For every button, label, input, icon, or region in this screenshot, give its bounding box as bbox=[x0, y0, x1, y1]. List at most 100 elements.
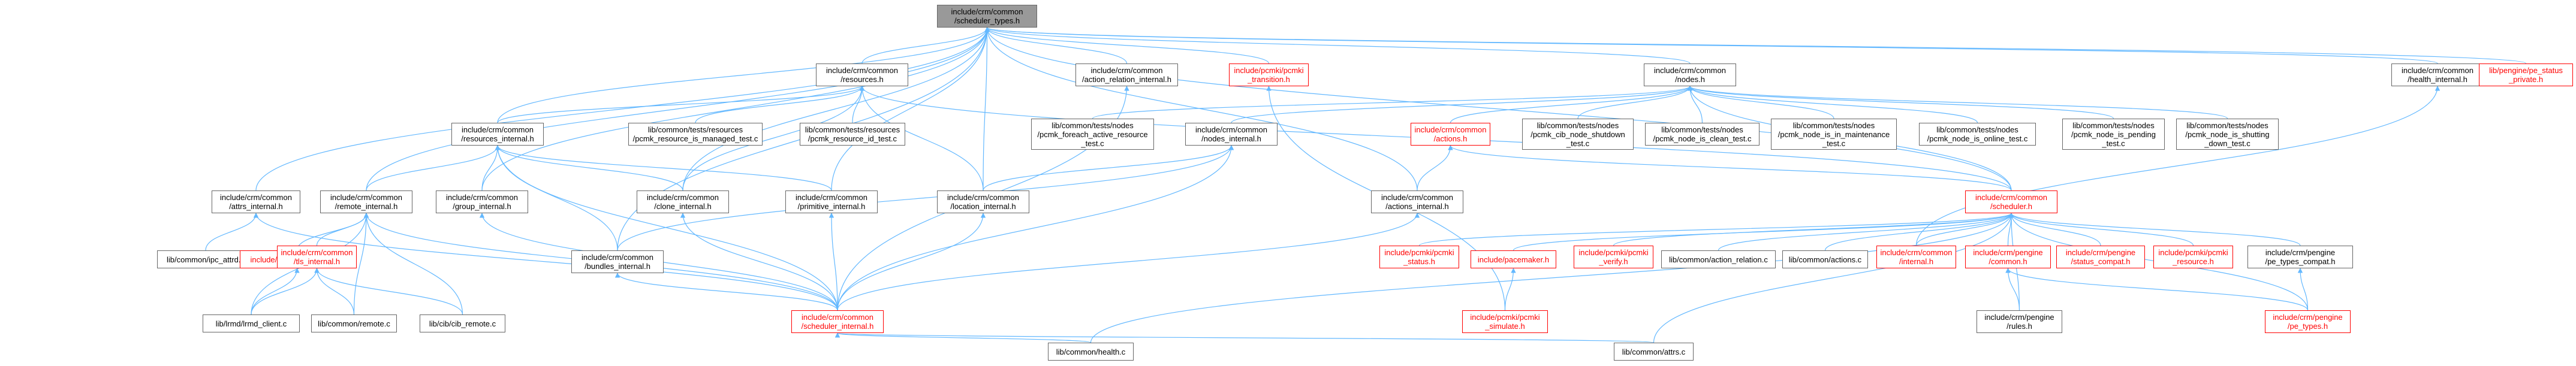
edge-remote_internal-to-resources_internal bbox=[366, 145, 501, 191]
node-nodes-internal[interactable]: include/crm/common/nodes_internal.h bbox=[1185, 123, 1278, 146]
node-health-internal[interactable]: include/crm/common/health_internal.h bbox=[2391, 63, 2484, 86]
node-label: include/pcmki/pcmki_resource.h bbox=[2158, 248, 2228, 266]
edge-pcmki_transition-to-root bbox=[984, 27, 1270, 64]
node-bundles-internal[interactable]: include/crm/common/bundles_internal.h bbox=[571, 250, 664, 273]
node-pcmki-status[interactable]: include/pcmki/pcmki_status.h bbox=[1379, 246, 1459, 268]
node-label: include/crm/common/nodes_internal.h bbox=[1195, 125, 1267, 143]
edge-pe_types_compat-to-scheduler_h bbox=[2008, 213, 2301, 246]
node-actions-internal[interactable]: include/crm/common/actions_internal.h bbox=[1371, 190, 1463, 213]
node-action-relation-c[interactable]: lib/common/action_relation.c bbox=[1661, 250, 1776, 268]
node-label: include/pcmki/pcmki_status.h bbox=[1384, 248, 1454, 266]
node-pending-test[interactable]: lib/common/tests/nodes/pcmk_node_is_pend… bbox=[2062, 119, 2165, 150]
node-cib-remote[interactable]: lib/cib/cib_remote.c bbox=[420, 314, 505, 332]
node-remote-c[interactable]: lib/common/remote.c bbox=[311, 314, 397, 332]
node-scheduler-internal[interactable]: include/crm/common/scheduler_internal.h bbox=[791, 310, 884, 333]
edge-location_internal-to-nodes_internal bbox=[983, 145, 1234, 191]
node-label: include/crm/common/scheduler.h bbox=[1975, 193, 2047, 211]
node-res-id-test[interactable]: lib/common/tests/resources/pcmk_resource… bbox=[800, 123, 905, 146]
node-label: include/pacemaker.h bbox=[1477, 255, 1550, 264]
node-scheduler-h[interactable]: include/crm/common/scheduler.h bbox=[1965, 190, 2057, 213]
node-label: include/pcmki/pcmki_simulate.h bbox=[1470, 313, 1540, 331]
node-resources-h[interactable]: include/crm/common/resources.h bbox=[816, 63, 908, 86]
node-lrmd-client[interactable]: lib/lrmd/lrmd_client.c bbox=[203, 314, 300, 332]
node-pcmki-resource[interactable]: include/pcmki/pcmki_resource.h bbox=[2153, 246, 2233, 268]
node-label: lib/lrmd/lrmd_client.c bbox=[215, 319, 287, 328]
edge-ipc_attrd-to-attrs_internal bbox=[205, 213, 259, 251]
node-pe-types-compat[interactable]: include/crm/pengine/pe_types_compat.h bbox=[2247, 246, 2353, 268]
edge-pcmki_verify-to-scheduler_h bbox=[1613, 213, 2014, 246]
node-root[interactable]: include/crm/common/scheduler_types.h bbox=[937, 5, 1037, 28]
node-pcmki-verify[interactable]: include/pcmki/pcmki_verify.h bbox=[1574, 246, 1653, 268]
node-nodes-h[interactable]: include/crm/common/nodes.h bbox=[1644, 63, 1736, 86]
node-attrs-c[interactable]: lib/common/attrs.c bbox=[1614, 343, 1694, 361]
edge-cib_remote-to-remote_internal bbox=[363, 213, 463, 315]
node-label: include/crm/common/tls_internal.h bbox=[281, 248, 353, 266]
node-label: include/pcmki/pcmki_verify.h bbox=[1578, 248, 1649, 266]
edge-actions_h-to-nodes_h bbox=[1450, 86, 1693, 123]
edge-internal_h-to-scheduler_h bbox=[1915, 213, 2014, 246]
node-status-compat[interactable]: include/crm/pengine/status_compat.h bbox=[2056, 246, 2145, 268]
node-label: include/crm/common/health_internal.h bbox=[2402, 66, 2473, 84]
node-label: lib/common/tests/nodes/pcmk_node_is_shut… bbox=[2185, 120, 2270, 148]
node-node-clean-test[interactable]: lib/common/tests/nodes/pcmk_node_is_clea… bbox=[1645, 123, 1759, 146]
node-label: lib/common/tests/nodes/pcmk_node_is_in_m… bbox=[1777, 120, 1890, 148]
node-group-internal[interactable]: include/crm/common/group_internal.h bbox=[436, 190, 528, 213]
node-label: lib/common/tests/nodes/pcmk_foreach_acti… bbox=[1037, 120, 1148, 148]
node-health-c[interactable]: lib/common/health.c bbox=[1048, 343, 1134, 361]
edge-attrs_internal-to-root bbox=[255, 27, 990, 191]
edge-attrs_c-to-scheduler_h bbox=[1653, 213, 2014, 343]
edge-pe_types_h-to-pe_types_compat bbox=[2297, 268, 2309, 311]
node-action-relation-internal[interactable]: include/crm/common/action_relation_inter… bbox=[1075, 63, 1178, 86]
node-label: include/crm/common/attrs_internal.h bbox=[220, 193, 292, 211]
edge-clone_internal-to-root bbox=[682, 27, 990, 191]
node-internal-h[interactable]: include/crm/common/internal.h bbox=[1876, 246, 1956, 268]
node-label: lib/common/tests/nodes/pcmk_node_is_onli… bbox=[1927, 125, 2028, 143]
node-pcmki-transition[interactable]: include/pcmki/pcmki_transition.h bbox=[1229, 63, 1309, 86]
edge-scheduler_internal-to-nodes_internal bbox=[837, 145, 1234, 311]
edge-health_c-to-scheduler_internal bbox=[835, 332, 1092, 343]
node-cib-shutdown-test[interactable]: lib/common/tests/nodes/pcmk_cib_node_shu… bbox=[1522, 119, 1634, 150]
edge-action_relation_internal-to-root bbox=[984, 27, 1128, 64]
node-resources-internal[interactable]: include/crm/common/resources_internal.h bbox=[451, 123, 544, 146]
node-pe-status-private[interactable]: lib/pengine/pe_status_private.h bbox=[2479, 63, 2573, 86]
edge-actions_internal-to-root bbox=[984, 27, 1418, 191]
node-pacemaker-h[interactable]: include/pacemaker.h bbox=[1471, 250, 1556, 268]
node-label: include/crm/common/group_internal.h bbox=[446, 193, 518, 211]
node-foreach-active-test[interactable]: lib/common/tests/nodes/pcmk_foreach_acti… bbox=[1031, 119, 1154, 150]
node-actions-c[interactable]: lib/common/actions.c bbox=[1782, 250, 1868, 268]
node-pe-types-h[interactable]: include/crm/pengine/pe_types.h bbox=[2265, 310, 2351, 333]
edge-remote_c-to-remote_internal bbox=[353, 213, 369, 315]
edge-group_internal-to-root bbox=[481, 27, 990, 191]
edge-nodes_internal-to-nodes_h bbox=[1231, 86, 1693, 123]
node-primitive-internal[interactable]: include/crm/common/primitive_internal.h bbox=[785, 190, 878, 213]
node-clone-internal[interactable]: include/crm/common/clone_internal.h bbox=[637, 190, 729, 213]
edge-remote_internal-to-root bbox=[366, 27, 990, 191]
edge-primitive_internal-to-resources_internal bbox=[495, 145, 832, 191]
edge-online_test-to-nodes_h bbox=[1687, 86, 1978, 123]
edge-internal_h-to-health_internal bbox=[1915, 86, 2441, 246]
node-shutting-down-test[interactable]: lib/common/tests/nodes/pcmk_node_is_shut… bbox=[2176, 119, 2279, 150]
node-label: include/crm/common/action_relation_inter… bbox=[1082, 66, 1171, 84]
node-res-managed-test[interactable]: lib/common/tests/resources/pcmk_resource… bbox=[628, 123, 763, 146]
node-pengine-common[interactable]: include/crm/pengine/common.h bbox=[1965, 246, 2051, 268]
node-online-test[interactable]: lib/common/tests/nodes/pcmk_node_is_onli… bbox=[1919, 123, 2036, 146]
edge-scheduler_internal-to-clone_internal bbox=[680, 213, 838, 311]
edge-pe_types_h-to-pengine_common bbox=[2005, 268, 2309, 311]
node-label: include/crm/common/location_internal.h bbox=[947, 193, 1019, 211]
node-remote-internal[interactable]: include/crm/common/remote_internal.h bbox=[320, 190, 412, 213]
edge-lrmd_client-to-tls_internal bbox=[251, 268, 320, 315]
node-rules-h[interactable]: include/crm/pengine/rules.h bbox=[1977, 310, 2062, 333]
node-pcmki-simulate[interactable]: include/pcmki/pcmki_simulate.h bbox=[1462, 310, 1548, 333]
edge-bundles_internal-to-nodes_internal bbox=[617, 145, 1234, 251]
node-actions-h[interactable]: include/crm/common/actions.h bbox=[1411, 123, 1490, 146]
node-location-internal[interactable]: include/crm/common/location_internal.h bbox=[937, 190, 1029, 213]
edge-resources_internal-to-root bbox=[497, 27, 990, 123]
edge-pending_test-to-nodes_h bbox=[1687, 86, 2114, 119]
node-attrs-internal[interactable]: include/crm/common/attrs_internal.h bbox=[212, 190, 300, 213]
node-label: include/crm/common/scheduler_types.h bbox=[951, 7, 1023, 25]
node-tls-internal[interactable]: include/crm/common/tls_internal.h bbox=[277, 246, 357, 268]
node-label: lib/common/tests/resources/pcmk_resource… bbox=[632, 125, 758, 143]
edge-attrs_c-to-scheduler_internal bbox=[836, 332, 1655, 343]
node-ipc-attrd[interactable]: lib/common/ipc_attrd.c bbox=[157, 250, 254, 268]
node-maintenance-test[interactable]: lib/common/tests/nodes/pcmk_node_is_in_m… bbox=[1771, 119, 1897, 150]
